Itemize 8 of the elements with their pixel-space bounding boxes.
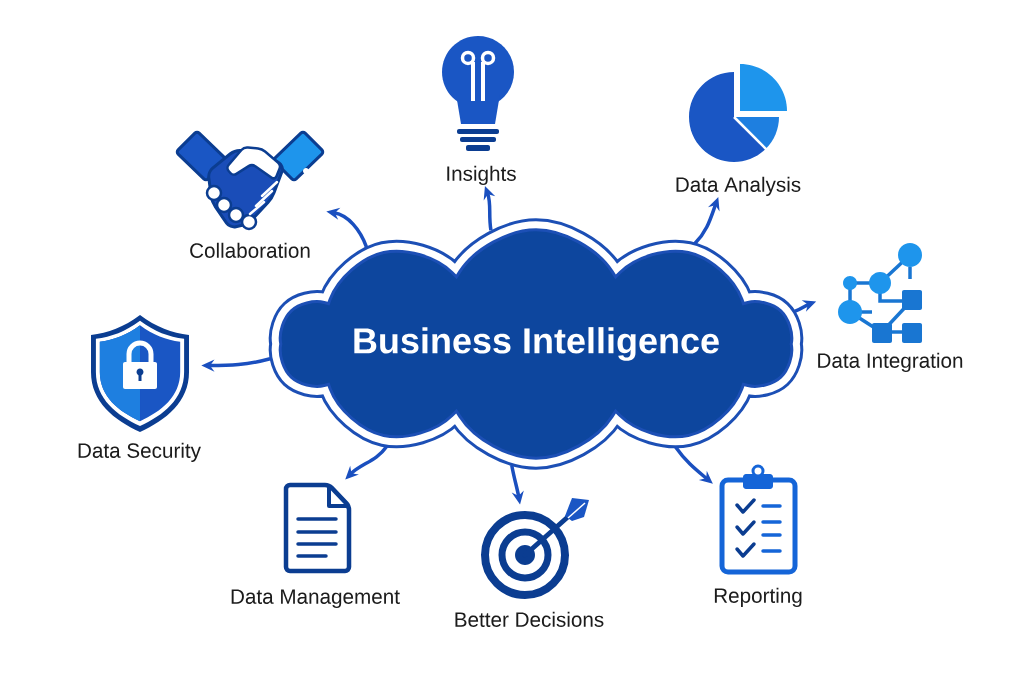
topic-label: Data Integration [818,352,963,372]
arrow [674,446,713,484]
topic-label: Better Decisions [455,611,604,627]
topic-label: Reporting [714,587,802,607]
topic-label: Data Management [231,589,400,608]
topic-label: Insights [447,165,516,185]
topic-label: Data Analysis [676,176,801,196]
topic-label: Data Security [78,442,201,462]
